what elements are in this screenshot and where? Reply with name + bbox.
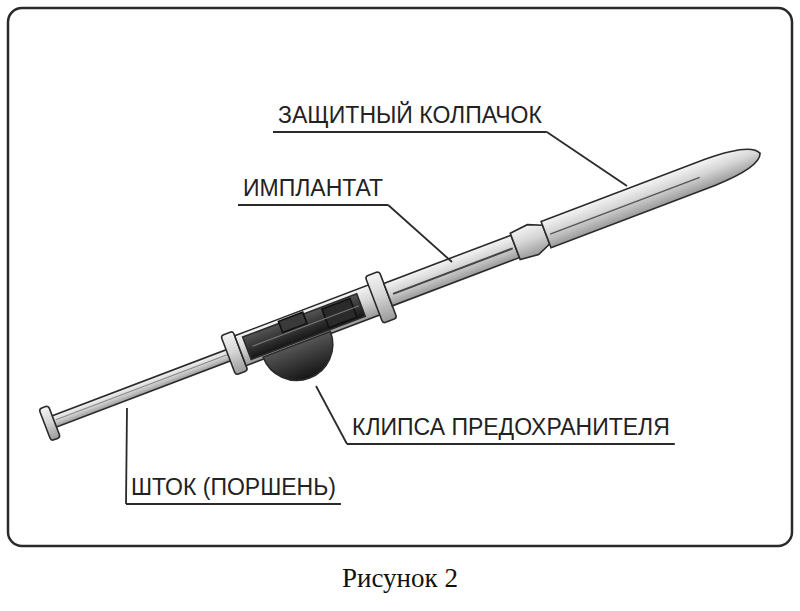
frame [8,8,792,546]
implant [393,248,513,293]
plunger-rod [50,348,234,427]
safety-clip [263,332,343,391]
part-label: ИМПЛАНТАТ [243,175,383,202]
leader-line [388,205,452,262]
protective-cap [541,140,765,247]
needle [550,177,700,234]
needle-barrel [384,235,520,306]
label-underline [347,443,675,445]
leader-line [547,132,627,186]
part-label: ШТОК (ПОРШЕНЬ) [131,474,336,501]
label-underline [238,204,388,206]
leader-line [316,386,347,444]
label-underline [273,131,547,133]
plunger-cap [39,406,60,441]
part-label: КЛИПСА ПРЕДОХРАНИТЕЛЯ [352,414,670,441]
label-underline [126,503,341,505]
applicator [36,130,778,472]
figure-caption: Рисунок 2 [342,563,458,594]
part-label: ЗАЩИТНЫЙ КОЛПАЧОК [278,102,542,129]
leader-line [126,408,127,504]
